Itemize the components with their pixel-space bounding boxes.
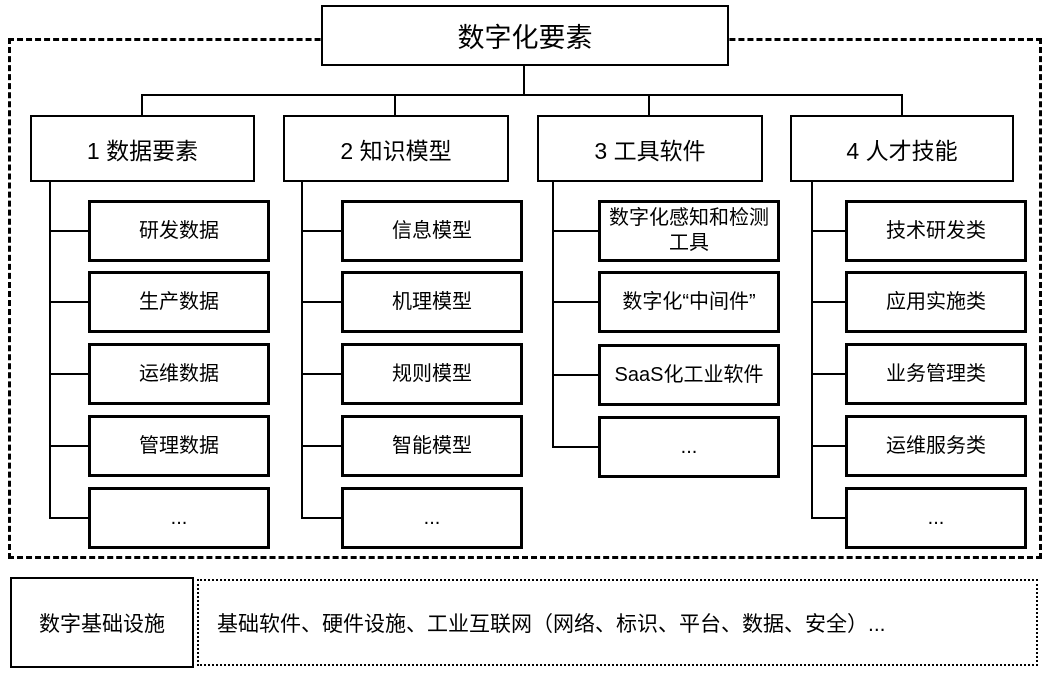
- child-label: 数字化“中间件”: [622, 290, 756, 313]
- child-node: 信息模型: [341, 200, 523, 262]
- child-node: 机理模型: [341, 271, 523, 333]
- connector-drop-branch-2: [394, 94, 396, 115]
- child-node-ellipsis: ...: [598, 416, 780, 478]
- child-label: 技术研发类: [886, 219, 986, 242]
- child-label: 生产数据: [139, 290, 219, 313]
- child-label: ...: [680, 435, 698, 458]
- stub-branch-4-child-1: [811, 230, 845, 232]
- stub-branch-3-child-3: [552, 374, 598, 376]
- child-label: 运维数据: [139, 362, 219, 385]
- connector-drop-branch-4: [901, 94, 903, 115]
- stub-branch-2-child-4: [301, 445, 341, 447]
- trunk-branch-2: [301, 182, 303, 519]
- stub-branch-3-child-4: [552, 446, 598, 448]
- child-label: 研发数据: [139, 219, 219, 242]
- child-node: 技术研发类: [845, 200, 1027, 262]
- child-label: 管理数据: [139, 434, 219, 457]
- trunk-branch-3: [552, 182, 554, 448]
- child-node-ellipsis: ...: [845, 487, 1027, 549]
- child-label: 智能模型: [392, 434, 472, 457]
- child-label: ...: [170, 506, 188, 529]
- child-node: 研发数据: [88, 200, 270, 262]
- stub-branch-1-child-1: [49, 230, 88, 232]
- stub-branch-4-child-2: [811, 301, 845, 303]
- stub-branch-3-child-1: [552, 230, 598, 232]
- stub-branch-4-child-4: [811, 445, 845, 447]
- child-node: 智能模型: [341, 415, 523, 477]
- infrastructure-content: 基础软件、硬件设施、工业互联网（网络、标识、平台、数据、安全）...: [217, 612, 886, 636]
- child-node: 生产数据: [88, 271, 270, 333]
- child-node: 规则模型: [341, 343, 523, 405]
- trunk-branch-4: [811, 182, 813, 519]
- stub-branch-4-child-5: [811, 517, 845, 519]
- stub-branch-2-child-2: [301, 301, 341, 303]
- child-label: 规则模型: [392, 362, 472, 385]
- stub-branch-1-child-3: [49, 373, 88, 375]
- child-node-ellipsis: ...: [88, 487, 270, 549]
- child-node: SaaS化工业软件: [598, 344, 780, 406]
- child-node-ellipsis: ...: [341, 487, 523, 549]
- stub-branch-2-child-3: [301, 373, 341, 375]
- infrastructure-label-box: 数字基础设施: [10, 577, 194, 668]
- child-label: 运维服务类: [886, 434, 986, 457]
- connector-bus: [141, 94, 903, 96]
- branch-label: 1 数据要素: [86, 137, 199, 164]
- root-node-label: 数字化要素: [457, 23, 593, 53]
- child-label: 数字化感知和检测工具: [609, 207, 769, 254]
- branch-label: 3 工具软件: [594, 137, 706, 164]
- child-node: 应用实施类: [845, 271, 1027, 333]
- branch-label: 2 知识模型: [340, 137, 452, 164]
- branch-label: 4 人才技能: [846, 137, 958, 164]
- child-label: 机理模型: [392, 290, 472, 313]
- stub-branch-4-child-3: [811, 373, 845, 375]
- child-node: 管理数据: [88, 415, 270, 477]
- branch-node-talent-skills: 4 人才技能: [790, 115, 1014, 182]
- child-node: 运维服务类: [845, 415, 1027, 477]
- child-label: ...: [927, 506, 945, 529]
- stub-branch-2-child-1: [301, 230, 341, 232]
- branch-node-tool-software: 3 工具软件: [537, 115, 763, 182]
- child-label: ...: [423, 506, 441, 529]
- child-node: 数字化“中间件”: [598, 271, 780, 333]
- connector-root-drop: [523, 64, 525, 96]
- connector-drop-branch-1: [141, 94, 143, 115]
- infrastructure-label: 数字基础设施: [39, 612, 165, 636]
- stub-branch-1-child-5: [49, 517, 88, 519]
- stub-branch-1-child-4: [49, 445, 88, 447]
- trunk-branch-1: [49, 182, 51, 519]
- stub-branch-3-child-2: [552, 301, 598, 303]
- child-node: 数字化感知和检测工具: [598, 200, 780, 262]
- infrastructure-content-box: 基础软件、硬件设施、工业互联网（网络、标识、平台、数据、安全）...: [197, 579, 1038, 666]
- branch-node-data-elements: 1 数据要素: [30, 115, 255, 182]
- connector-drop-branch-3: [648, 94, 650, 115]
- branch-node-knowledge-models: 2 知识模型: [283, 115, 509, 182]
- root-node: 数字化要素: [321, 5, 729, 66]
- stub-branch-1-child-2: [49, 301, 88, 303]
- child-label: 应用实施类: [886, 290, 986, 313]
- child-label: 业务管理类: [886, 362, 986, 385]
- child-label: 信息模型: [392, 219, 472, 242]
- child-label: SaaS化工业软件: [614, 363, 764, 386]
- stub-branch-2-child-5: [301, 517, 341, 519]
- child-node: 运维数据: [88, 343, 270, 405]
- child-node: 业务管理类: [845, 343, 1027, 405]
